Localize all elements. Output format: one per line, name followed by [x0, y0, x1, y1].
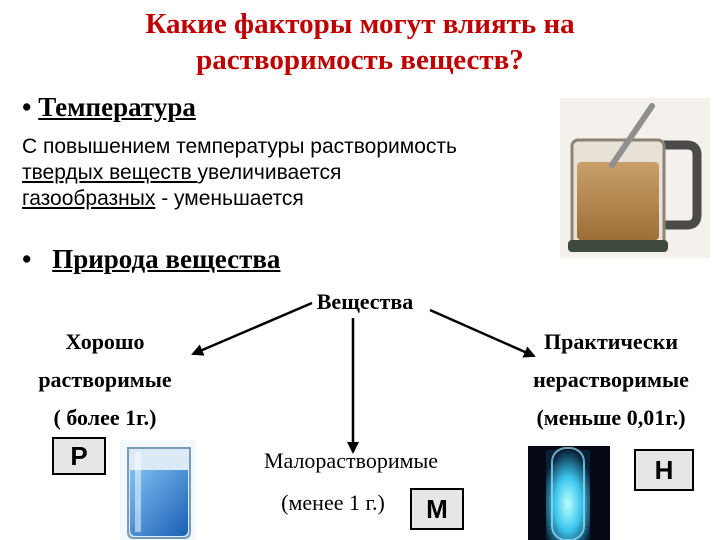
nature-heading-text: Природа вещества — [52, 244, 281, 274]
soluble-letter-box: Р — [52, 437, 106, 475]
right-label-line-2: нерастворимые — [533, 367, 689, 392]
temperature-line-1: С повышением температуры растворимость — [22, 135, 457, 158]
temperature-line-2: твердых веществ увеличивается — [22, 160, 341, 186]
blue-beaker-photo — [120, 440, 196, 540]
temperature-line-3: газообразных - уменьшается — [22, 186, 304, 212]
middle-label-line-1: Малорастворимые — [263, 448, 439, 473]
glowing-test-tube-photo — [528, 446, 610, 540]
diagram-root-label: Вещества — [316, 289, 414, 314]
nature-heading: • Природа вещества — [22, 244, 280, 275]
arrow-right — [429, 308, 536, 358]
title-line-1: Какие факторы могут влиять на — [145, 8, 575, 40]
insoluble-letter-box: Н — [634, 449, 694, 491]
slightly-soluble-letter-box: М — [410, 488, 464, 530]
title-line-2: растворимость веществ? — [196, 44, 524, 76]
bullet-marker: • — [22, 92, 32, 122]
left-label-line-3: ( более 1г.) — [53, 405, 157, 430]
right-label-line-3: (меньше 0,01г.) — [536, 405, 686, 430]
left-label-line-2: растворимые — [38, 367, 172, 392]
left-label-line-1: Хорошо — [65, 329, 145, 354]
solids-rest: увеличивается — [197, 161, 342, 184]
bullet-marker: • — [22, 244, 32, 274]
temperature-heading-text: Температура — [38, 92, 196, 122]
temperature-heading: • Температура — [22, 92, 196, 123]
gases-underlined: газообразных — [22, 187, 156, 210]
solids-underlined: твердых веществ — [22, 161, 198, 184]
middle-label-line-2: (менее 1 г.) — [281, 490, 385, 515]
diagram-arrows — [191, 301, 536, 454]
tea-glass-photo — [560, 98, 710, 258]
arrow-left — [191, 301, 313, 356]
gases-rest: - уменьшается — [155, 187, 304, 210]
slide-title: Какие факторы могут влиять на растворимо… — [0, 6, 720, 78]
right-label-line-1: Практически — [543, 329, 679, 354]
